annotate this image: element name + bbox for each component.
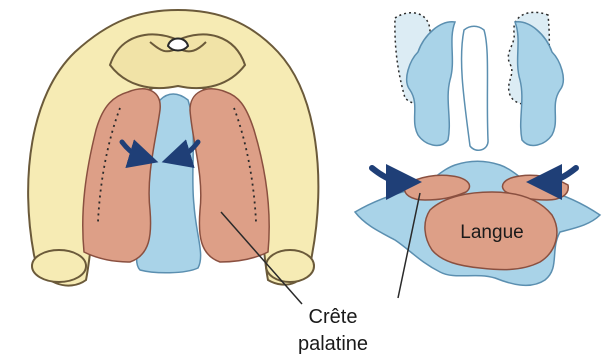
curved-arrow-icon (544, 168, 576, 182)
incisive-mark (168, 39, 188, 51)
left-panel-palate-view (28, 10, 318, 286)
crest-label-line2: palatine (298, 333, 368, 355)
tongue-label: Langue (460, 222, 523, 243)
blue-nasal-structure (515, 22, 563, 146)
right-panel-coronal-section (355, 12, 600, 285)
curved-arrow-icon (372, 168, 404, 182)
septum (462, 26, 489, 150)
arch-cut-left (32, 250, 86, 282)
arch-cut-right (266, 250, 314, 282)
crest-label-line1: Crête (309, 306, 358, 328)
